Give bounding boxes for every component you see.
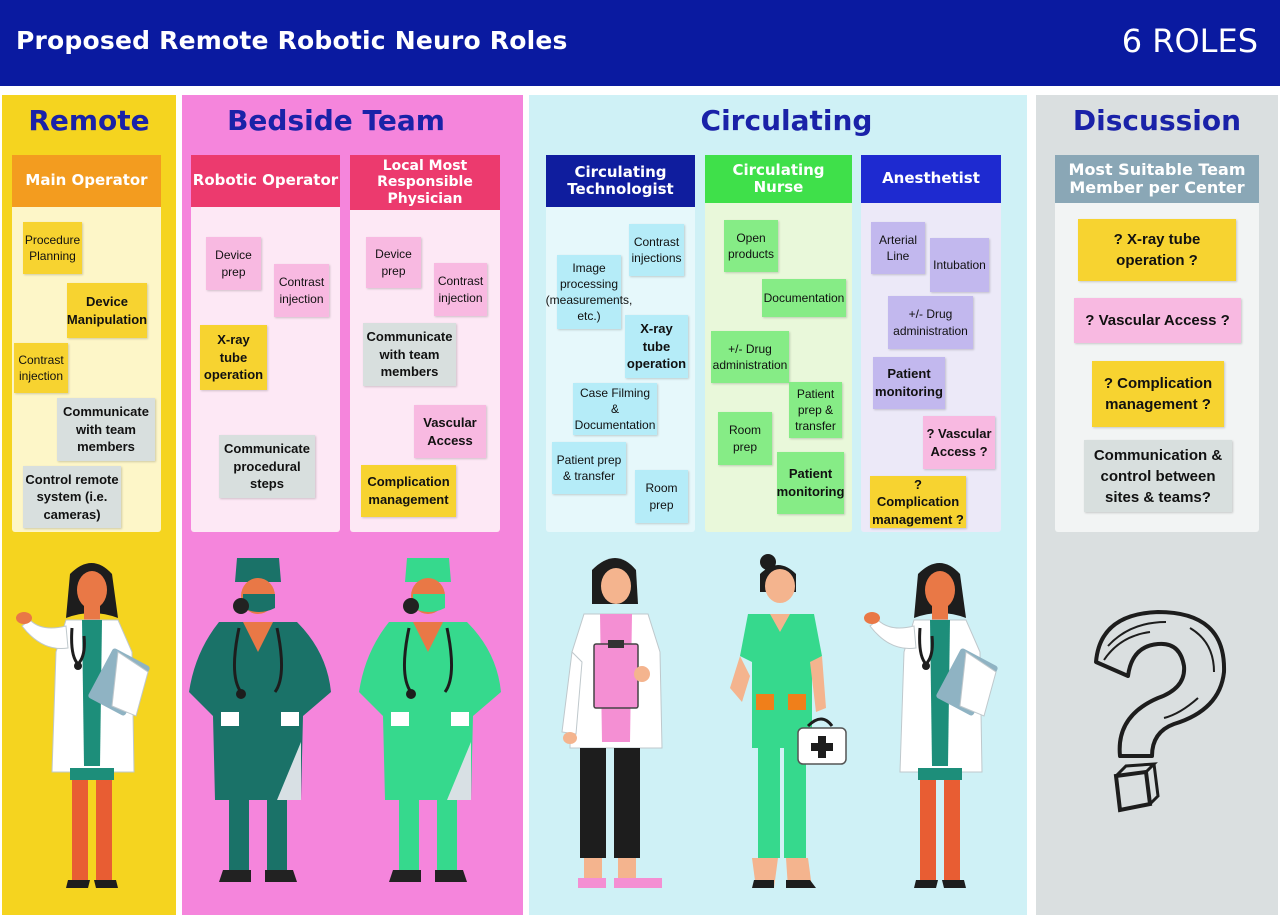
- note-intubation: Intubation: [930, 238, 989, 292]
- note-communicate-team: Communicate with team members: [57, 398, 155, 461]
- note-contrast-injection: Contrast injection: [434, 263, 487, 316]
- discussion-communication-control: Communication & control between sites & …: [1084, 440, 1232, 512]
- note-contrast-injection: Contrast injection: [14, 343, 68, 393]
- note-communicate-team: Communicate with team members: [363, 323, 456, 386]
- note-communicate-steps: Communicate procedural steps: [219, 435, 315, 498]
- local-physician-header: Local Most Responsible Physician: [350, 155, 500, 210]
- role-count: 6 ROLES: [1121, 22, 1258, 60]
- note-patient-monitoring: Patient monitoring: [873, 357, 945, 409]
- section-title-remote: Remote: [28, 104, 150, 137]
- question-mark-icon: [1094, 610, 1227, 813]
- note-vascular-access: ? Vascular Access ?: [923, 416, 995, 469]
- section-title-discussion: Discussion: [1072, 104, 1242, 137]
- header-bar: [0, 0, 1280, 86]
- note-vascular-access: Vascular Access: [414, 405, 486, 458]
- robotic-operator-header: Robotic Operator: [191, 155, 340, 207]
- note-drug-administration: +/- Drug administration: [711, 331, 789, 383]
- note-patient-monitoring: Patient monitoring: [777, 452, 844, 514]
- note-arterial-line: Arterial Line: [871, 222, 925, 274]
- note-contrast-injection: Contrast injection: [274, 264, 329, 317]
- local-physician-illustration: [359, 558, 501, 882]
- discussion-xray-tube: ? X-ray tube operation ?: [1078, 219, 1236, 281]
- note-patient-prep: Patient prep & transfer: [552, 442, 626, 494]
- circ-technologist-header: Circulating Technologist: [546, 155, 695, 207]
- note-control-remote: Control remote system (i.e. cameras): [23, 466, 121, 528]
- note-xray-tube: X-ray tube operation: [625, 315, 688, 378]
- anesthetist-illustration: [864, 563, 998, 888]
- note-room-prep: Room prep: [718, 412, 772, 465]
- robotic-operator-illustration: [189, 558, 331, 882]
- technologist-illustration: [561, 558, 663, 888]
- note-open-products: Open products: [724, 220, 778, 272]
- discussion-vascular-access: ? Vascular Access ?: [1074, 298, 1241, 343]
- note-case-filming: Case Filming & Documentation: [573, 383, 657, 435]
- note-contrast-injections: Contrast injections: [629, 224, 684, 276]
- discussion-complication-management: ? Complication management ?: [1092, 361, 1224, 427]
- note-image-processing: Image processing (measurements, etc.): [546, 255, 632, 329]
- note-documentation: Documentation: [762, 279, 846, 317]
- section-title-circulating: Circulating: [700, 104, 873, 137]
- circ-nurse-header: Circulating Nurse: [705, 155, 852, 203]
- note-complication-management: Complication management: [361, 465, 456, 517]
- note-device-prep: Device prep: [366, 237, 421, 288]
- note-device-prep: Device prep: [206, 237, 261, 290]
- note-drug-administration: +/- Drug administration: [888, 296, 973, 349]
- note-room-prep: Room prep: [635, 470, 688, 523]
- main-operator-header: Main Operator: [12, 155, 161, 207]
- anesthetist-header: Anesthetist: [861, 155, 1001, 203]
- discussion-header: Most Suitable Team Member per Center: [1055, 155, 1259, 203]
- note-xray-tube: X-ray tube operation: [200, 325, 267, 390]
- note-procedure-planning: Procedure Planning: [23, 222, 82, 274]
- note-patient-prep: Patient prep & transfer: [789, 382, 842, 438]
- section-title-bedside: Bedside Team: [227, 104, 445, 137]
- note-device-manipulation: Device Manipulation: [67, 283, 147, 338]
- note-complication-management: ? Complication management ?: [870, 476, 966, 528]
- nurse-illustration: [730, 554, 847, 888]
- page-title: Proposed Remote Robotic Neuro Roles: [16, 26, 568, 55]
- remote-doctor-illustration: [16, 563, 150, 888]
